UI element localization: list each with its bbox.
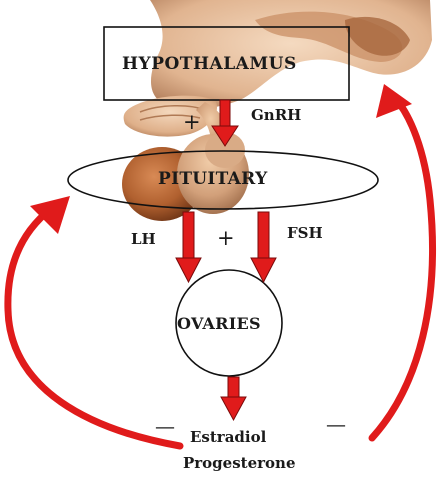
stimulation-sign-lh-fsh: +: [217, 228, 235, 249]
estradiol-label: Estradiol: [190, 430, 266, 445]
fsh-arrow: [251, 212, 276, 282]
gnrh-label: GnRH: [251, 108, 301, 123]
inhibition-sign-left: —: [155, 416, 175, 436]
hypothalamus-label: HYPOTHALAMUS: [122, 56, 297, 73]
lh-label: LH: [131, 232, 156, 247]
stimulation-sign-gnrh: +: [183, 112, 201, 133]
progesterone-label: Progesterone: [183, 456, 296, 471]
fsh-label: FSH: [287, 226, 323, 241]
lh-arrow: [176, 212, 201, 282]
ovaries-output-arrow: [221, 377, 246, 420]
right-feedback-arrow: [372, 84, 433, 438]
ovaries-label: OVARIES: [177, 316, 261, 332]
inhibition-sign-right: —: [326, 414, 346, 434]
pituitary-label: PITUITARY: [158, 171, 268, 188]
